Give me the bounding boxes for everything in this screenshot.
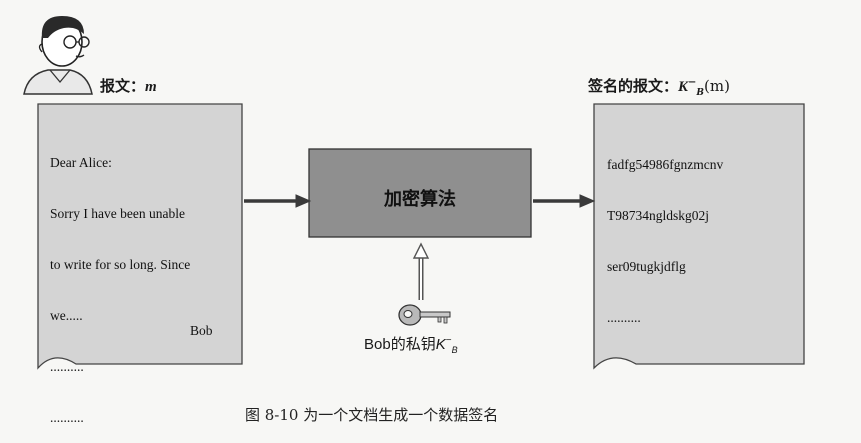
key-icon: [398, 304, 451, 326]
letter-line: to write for so long. Since: [50, 257, 191, 272]
message-label: 报文：m: [100, 77, 157, 95]
letter-signature: Bob: [190, 323, 213, 338]
message-document: [37, 103, 243, 370]
signed-line: ser09tugkjdflg: [607, 259, 686, 274]
letter-text: Dear Alice: Sorry I have been unable to …: [50, 120, 190, 443]
private-key-label: Bob的私钥K−B: [364, 335, 458, 355]
signed-line: ..........: [607, 310, 641, 325]
signed-message-label: 签名的报文：K−B(m): [588, 77, 730, 98]
arrow-key: [412, 242, 430, 300]
letter-line: ..........: [50, 410, 84, 425]
encryption-algorithm-label: 加密算法: [384, 189, 456, 210]
signed-document: [593, 103, 805, 370]
signed-text: fadfg54986fgnzmcnv T98734ngldskg02j ser0…: [607, 122, 723, 343]
encryption-box: [308, 148, 532, 238]
letter-line: Dear Alice:: [50, 155, 112, 170]
signed-line: T98734ngldskg02j: [607, 208, 710, 223]
person-icon: [23, 16, 93, 95]
arrow-out: [533, 194, 596, 208]
letter-line: we.....: [50, 308, 83, 323]
letter-line: Sorry I have been unable: [50, 206, 185, 221]
arrow-in: [244, 194, 312, 208]
figure-caption: 图 8-10 为一个文档生成一个数据签名: [245, 406, 499, 424]
letter-line: ..........: [50, 359, 84, 374]
signed-line: fadfg54986fgnzmcnv: [607, 157, 724, 172]
